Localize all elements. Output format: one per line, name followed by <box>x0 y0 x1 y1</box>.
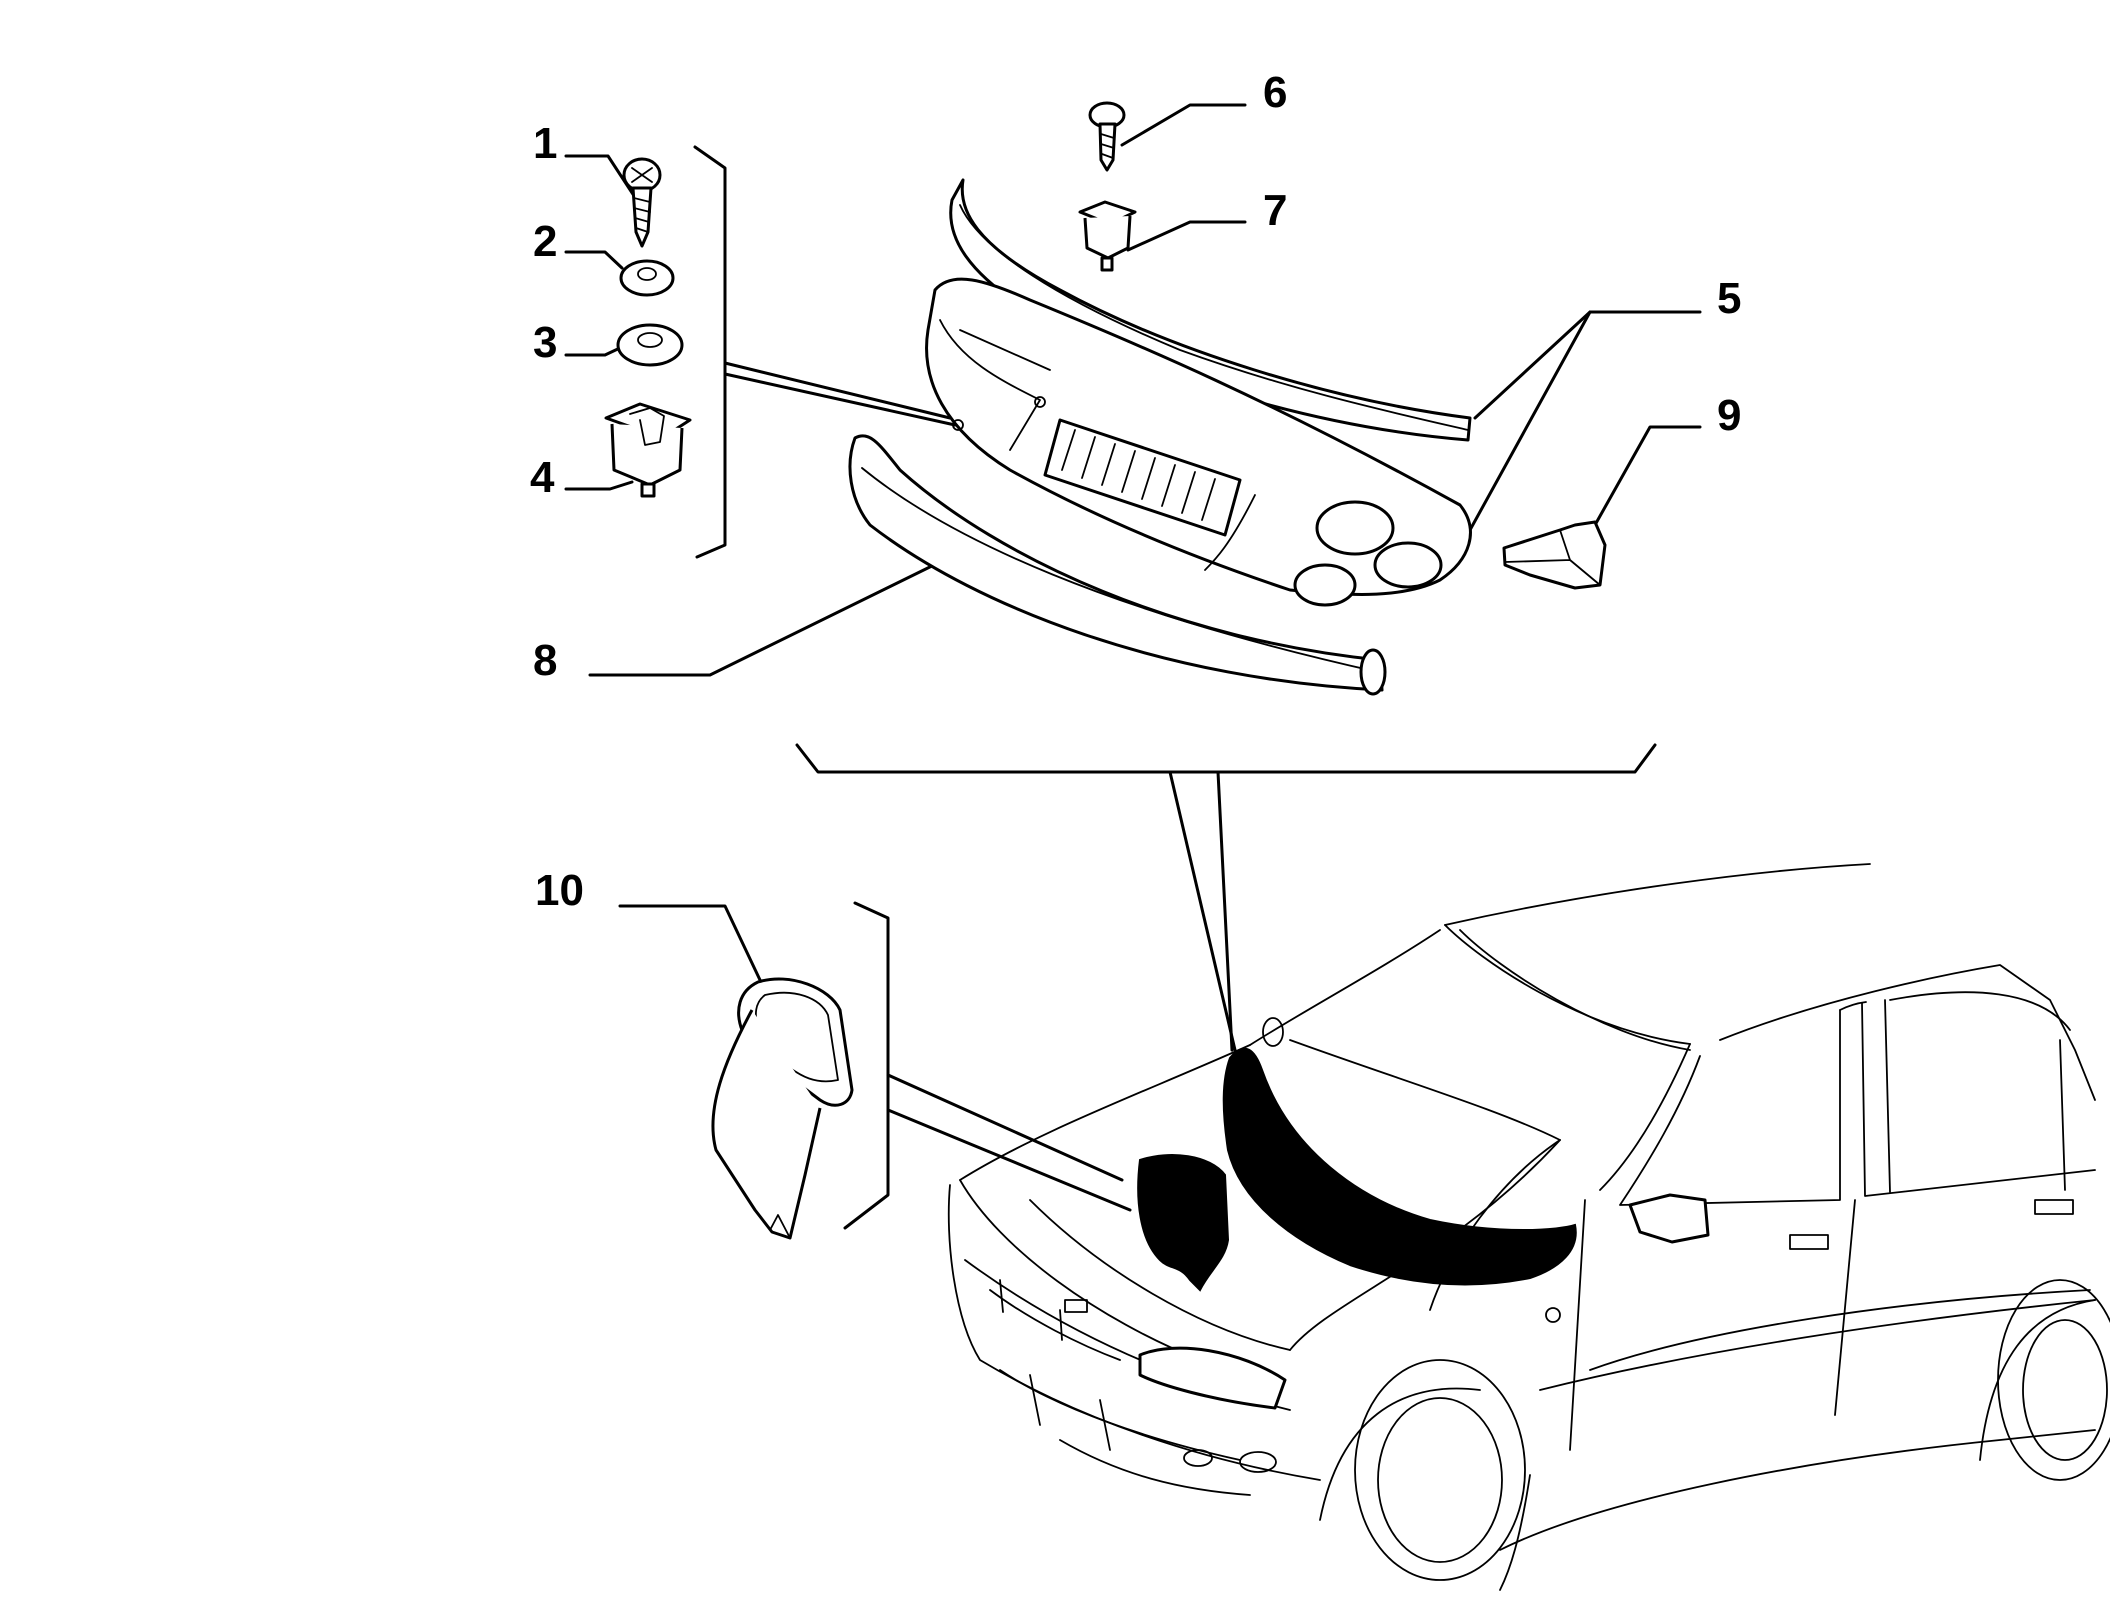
callout-5: 5 <box>1717 274 1741 323</box>
leader-lines <box>564 103 1702 1230</box>
part-3-washer <box>616 323 684 367</box>
callout-6: 6 <box>1263 68 1287 117</box>
part-8-lower-strip <box>848 434 1387 696</box>
installed-duct-highlight <box>1137 1154 1230 1292</box>
car-outline <box>947 863 2110 1591</box>
callout-9: 9 <box>1717 391 1741 440</box>
part-10-duct <box>711 977 854 1240</box>
part-5-cowl-panel <box>925 277 1472 607</box>
part-4-clip <box>604 402 692 498</box>
callout-10: 10 <box>535 866 584 915</box>
part-1-screw <box>622 157 662 248</box>
callout-3: 3 <box>533 318 557 367</box>
installed-cowl-highlight <box>1222 1047 1577 1286</box>
part-9-bracket <box>1502 520 1607 590</box>
callout-7: 7 <box>1263 186 1287 235</box>
callout-4: 4 <box>530 453 555 502</box>
part-2-washer <box>619 259 675 297</box>
callout-1: 1 <box>533 119 557 168</box>
part-6-screw <box>1088 101 1126 172</box>
part-7-clip <box>1078 200 1137 272</box>
callout-8: 8 <box>533 636 557 685</box>
callout-2: 2 <box>533 217 557 266</box>
